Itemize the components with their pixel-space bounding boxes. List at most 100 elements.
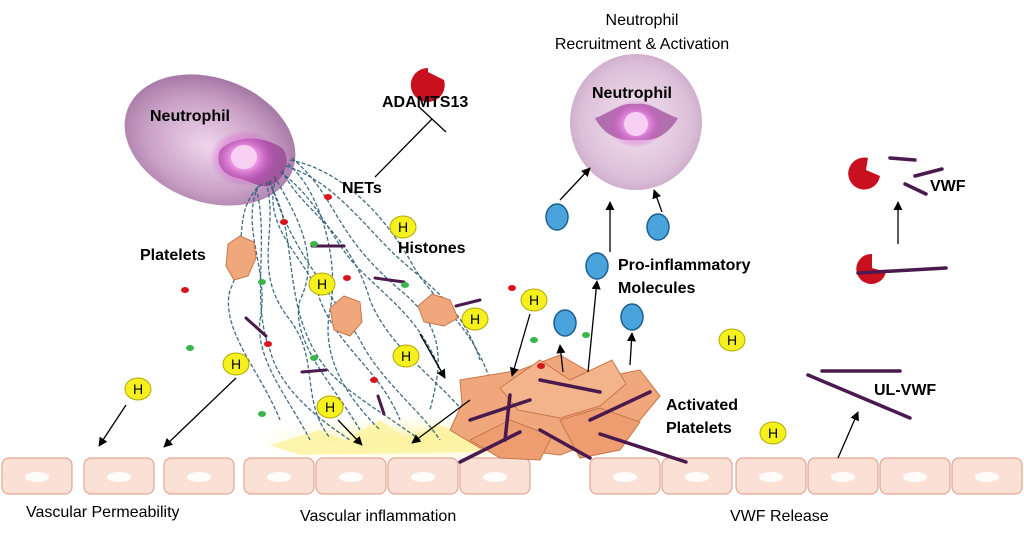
- net-fiber: [255, 187, 351, 441]
- vwf-strand: [300, 368, 328, 374]
- green-granule: [582, 332, 590, 338]
- recruitment-title-line1: Neutrophil: [606, 12, 679, 29]
- molecule: [585, 252, 609, 280]
- net-fiber: [272, 177, 401, 421]
- activated-platelets-line2: Platelets: [666, 420, 732, 437]
- neutrophil-right: [570, 54, 702, 190]
- net-fiber: [269, 179, 441, 441]
- cell-nucleus: [25, 472, 49, 482]
- arrow: [652, 189, 663, 213]
- histone-group: H H H H H H H H H H: [124, 215, 787, 445]
- cell-nucleus: [339, 472, 363, 482]
- arrow: [163, 377, 237, 448]
- adamts13-enzymes: [410, 67, 886, 284]
- histone-letter: H: [231, 356, 241, 372]
- green-granule: [186, 345, 194, 351]
- cell-nucleus: [975, 472, 999, 482]
- adamts13-icon: [848, 157, 880, 190]
- histone-letter: H: [317, 276, 327, 292]
- histone-icon: H: [316, 395, 344, 419]
- red-granule: [370, 377, 378, 383]
- green-granule: [310, 355, 318, 361]
- net-fiber: [281, 169, 471, 421]
- histone-icon: H: [308, 272, 336, 296]
- vwf-strand: [244, 316, 268, 338]
- net-fiber: [265, 181, 331, 439]
- neutrophil-left: [124, 74, 296, 206]
- cell-nucleus: [267, 472, 291, 482]
- histone-icon: H: [461, 307, 489, 331]
- red-granule: [537, 363, 545, 369]
- net-fiber: [251, 185, 311, 441]
- net-fiber: [289, 159, 491, 381]
- nets-label: NETs: [342, 180, 382, 197]
- red-granule: [343, 275, 351, 281]
- proinflammatory-label-line2: Molecules: [618, 280, 695, 297]
- recruitment-title-line2: Recruitment & Activation: [555, 36, 729, 53]
- histone-icon: H: [222, 352, 250, 376]
- granule-dots: [181, 194, 590, 417]
- activated-vwf-strands: [458, 378, 688, 464]
- proinflammatory-molecules: [545, 203, 670, 337]
- vwf-strands: [244, 244, 482, 416]
- histone-icon: H: [389, 215, 417, 239]
- adamts13-label: ADAMTS13: [382, 94, 468, 111]
- arrow: [98, 404, 127, 447]
- vwf-strand: [373, 276, 406, 284]
- arrow: [509, 313, 531, 377]
- arrows: [98, 105, 903, 459]
- adamts13-icon: [410, 67, 445, 102]
- endothelium-layer: [1, 457, 1023, 495]
- cell-nucleus: [685, 472, 709, 482]
- net-fibers: [227, 157, 491, 441]
- arrow: [419, 333, 446, 379]
- green-granule: [258, 279, 266, 285]
- cell-nucleus: [187, 472, 211, 482]
- green-granule: [258, 411, 266, 417]
- histone-letter: H: [727, 332, 737, 348]
- molecule: [545, 203, 569, 231]
- arrow: [587, 280, 601, 373]
- histone-letter: H: [768, 425, 778, 441]
- green-granule: [530, 337, 538, 343]
- ul-vwf-label: UL-VWF: [874, 382, 936, 399]
- cell-nucleus: [107, 472, 131, 482]
- histone-letter: H: [325, 399, 335, 415]
- vwf-release-label: VWF Release: [730, 508, 829, 525]
- arrow: [837, 411, 859, 459]
- vwf-right-strands: [806, 156, 948, 420]
- histone-icon: H: [520, 288, 548, 312]
- cell-nucleus: [411, 472, 435, 482]
- cell-nucleus: [613, 472, 637, 482]
- histone-icon: H: [392, 344, 420, 368]
- neutrophil-right-label: Neutrophil: [592, 85, 672, 102]
- inhibition-bar: [417, 105, 447, 133]
- platelets-label: Platelets: [140, 247, 206, 264]
- histone-letter: H: [470, 311, 480, 327]
- vascular-permeability-label: Vascular Permeability: [26, 504, 180, 521]
- net-fiber: [273, 175, 361, 431]
- vascular-inflammation-label: Vascular inflammation: [300, 508, 456, 525]
- platelet-cluster: [225, 235, 661, 461]
- cell-nucleus: [759, 472, 783, 482]
- molecule: [646, 213, 670, 241]
- red-granule: [280, 219, 288, 225]
- arrow: [556, 344, 566, 373]
- cell-nucleus: [831, 472, 855, 482]
- arrow: [559, 167, 591, 201]
- labels: Neutrophil Neutrophil Neutrophil Recruit…: [26, 12, 966, 525]
- molecule: [553, 309, 577, 337]
- cell-nucleus: [483, 472, 507, 482]
- molecule: [620, 303, 644, 331]
- red-granule: [264, 341, 272, 347]
- cell-nucleus: [903, 472, 927, 482]
- net-fiber: [227, 183, 281, 421]
- histone-letter: H: [133, 381, 143, 397]
- histone-icon: H: [718, 328, 746, 352]
- vwf-strand: [376, 394, 386, 416]
- red-granule: [324, 194, 332, 200]
- histone-letter: H: [529, 292, 539, 308]
- inhibition-line: [374, 118, 433, 178]
